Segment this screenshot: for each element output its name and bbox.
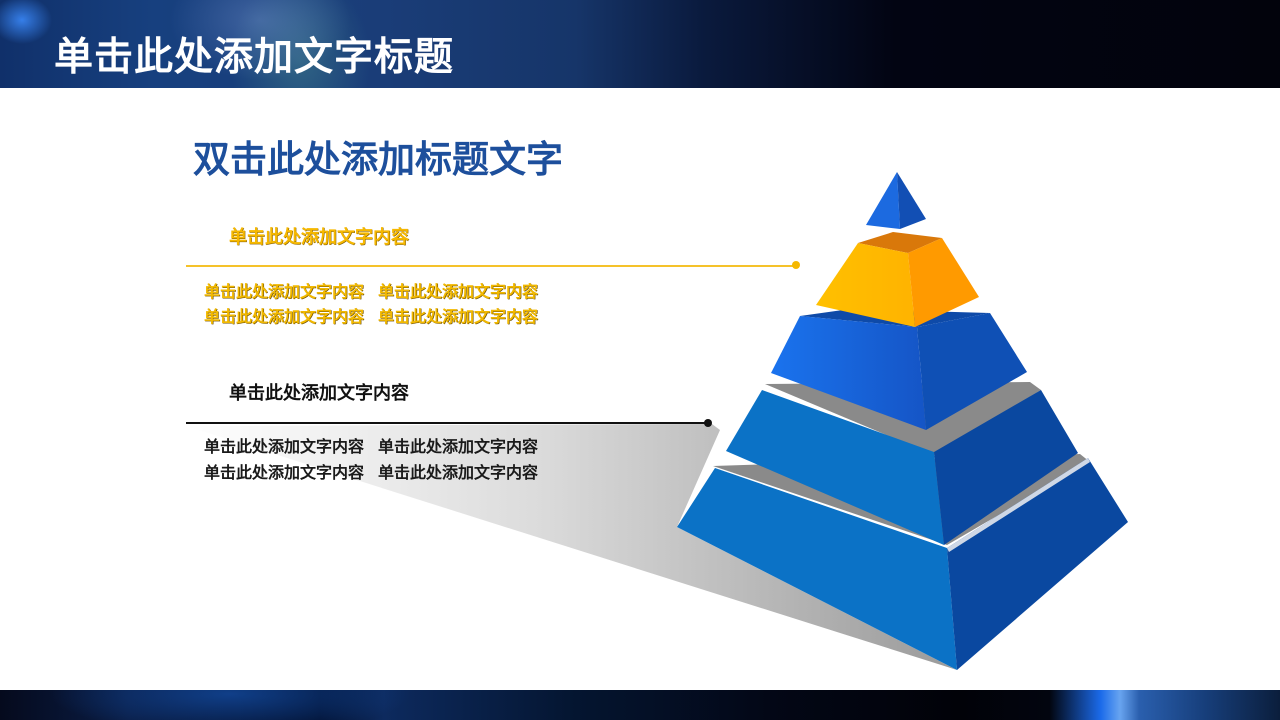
main-heading[interactable]: 双击此处添加标题文字 xyxy=(193,138,563,181)
slide-title[interactable]: 单击此处添加文字标题 xyxy=(54,35,455,80)
footer-banner xyxy=(0,690,1280,720)
pyramid-shadow xyxy=(186,424,957,670)
body-text-line[interactable]: 单击此处添加文字内容单击此处添加文字内容 xyxy=(204,462,538,484)
connector-dot xyxy=(704,419,712,427)
body-text: 单击此处添加文字内容 xyxy=(378,463,539,482)
pyramid-level-2 xyxy=(816,232,979,327)
connector-line xyxy=(186,422,708,424)
body-text: 单击此处添加文字内容 xyxy=(204,307,365,326)
section-heading[interactable]: 单击此处添加文字内容 xyxy=(229,227,409,248)
body-text: 单击此处添加文字内容 xyxy=(204,437,365,456)
body-text: 单击此处添加文字内容 xyxy=(204,463,365,482)
body-text: 单击此处添加文字内容 xyxy=(378,437,539,456)
header-banner: 单击此处添加文字标题 xyxy=(0,0,1280,88)
body-text-line[interactable]: 单击此处添加文字内容单击此处添加文字内容 xyxy=(204,281,538,303)
body-text-line[interactable]: 单击此处添加文字内容单击此处添加文字内容 xyxy=(204,306,538,328)
body-text-line[interactable]: 单击此处添加文字内容单击此处添加文字内容 xyxy=(204,436,538,458)
body-text: 单击此处添加文字内容 xyxy=(204,282,365,301)
body-text: 单击此处添加文字内容 xyxy=(378,307,539,326)
connector-line xyxy=(186,265,796,267)
connector-dot xyxy=(792,261,800,269)
section-heading[interactable]: 单击此处添加文字内容 xyxy=(229,383,409,404)
body-text: 单击此处添加文字内容 xyxy=(378,282,539,301)
pyramid-apex xyxy=(866,172,926,229)
